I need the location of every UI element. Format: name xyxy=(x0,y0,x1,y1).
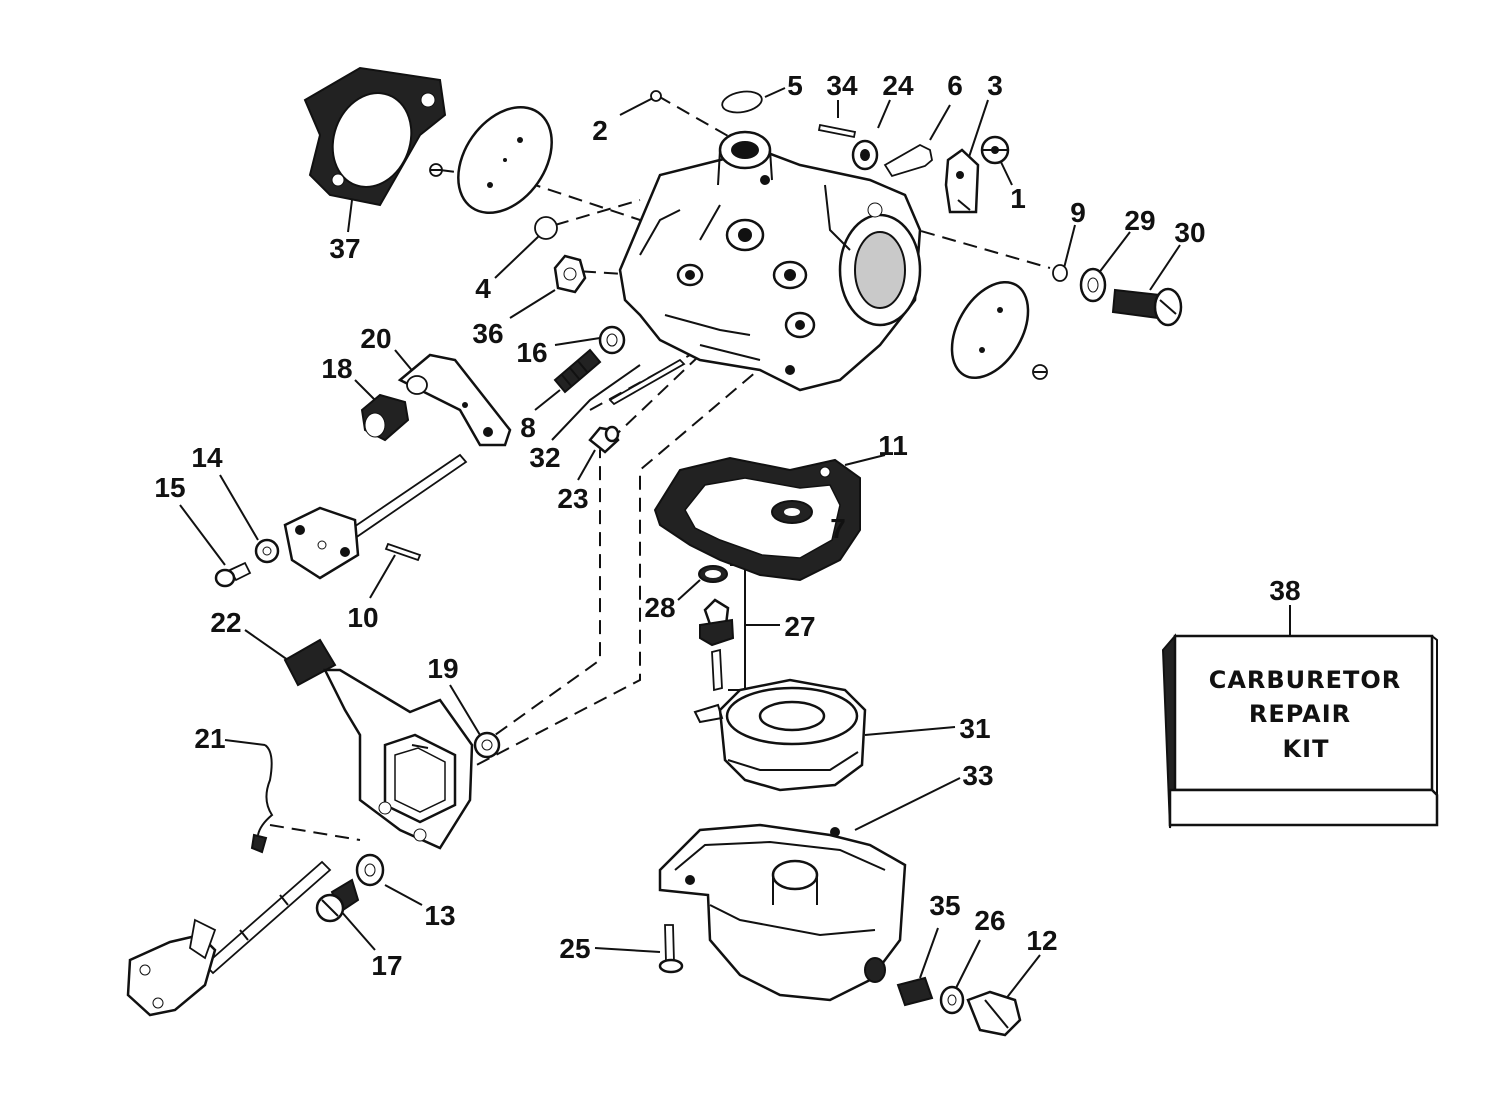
plug-23 xyxy=(588,425,620,454)
washer-13 xyxy=(355,853,385,887)
callout-numbers: 1 2 3 4 5 6 7 8 9 10 11 12 13 14 15 16 1… xyxy=(154,70,1300,981)
callout-29: 29 xyxy=(1124,205,1155,236)
nut-36 xyxy=(553,254,587,294)
callout-31: 31 xyxy=(959,713,990,744)
callout-7: 7 xyxy=(830,513,846,544)
diaphragm-disc-right xyxy=(950,280,1030,380)
sleeve-18 xyxy=(360,393,410,442)
screw-25 xyxy=(658,924,684,974)
repair-kit-box: CARBURETOR REPAIR KIT xyxy=(1161,633,1439,829)
bracket-3 xyxy=(944,148,980,214)
callout-3: 3 xyxy=(987,70,1003,101)
carburetor-body xyxy=(618,130,922,392)
callout-20: 20 xyxy=(360,323,391,354)
spring-21 xyxy=(250,744,274,854)
callout-5: 5 xyxy=(787,70,803,101)
callout-18: 18 xyxy=(321,353,352,384)
callout-24: 24 xyxy=(882,70,914,101)
kit-label-line3: KIT xyxy=(1283,735,1330,763)
callout-37: 37 xyxy=(329,233,360,264)
callout-16: 16 xyxy=(516,337,547,368)
callout-6: 6 xyxy=(947,70,963,101)
washer-24 xyxy=(851,139,879,171)
choke-shaft xyxy=(283,453,468,580)
callout-8: 8 xyxy=(520,412,536,443)
callout-10: 10 xyxy=(347,602,378,633)
lever-20 xyxy=(397,353,512,447)
float-31 xyxy=(693,678,867,792)
callout-35: 35 xyxy=(929,890,960,921)
callout-23: 23 xyxy=(557,483,588,514)
callout-36: 36 xyxy=(472,318,503,349)
float-bowl-33 xyxy=(658,823,907,1002)
callout-12: 12 xyxy=(1026,925,1057,956)
callout-19: 19 xyxy=(427,653,458,684)
screw-30 xyxy=(1111,287,1183,327)
washer-7 xyxy=(771,500,813,524)
throttle-plate-22 xyxy=(283,638,474,850)
callout-21: 21 xyxy=(194,723,225,754)
washer-16 xyxy=(598,325,626,355)
callout-13: 13 xyxy=(424,900,455,931)
callout-22: 22 xyxy=(210,607,241,638)
callout-9: 9 xyxy=(1070,197,1086,228)
gasket-28 xyxy=(698,565,728,583)
gasket-37 xyxy=(303,66,447,207)
callout-25: 25 xyxy=(559,933,590,964)
small-screw-right xyxy=(1032,364,1048,380)
pin-10 xyxy=(384,542,422,562)
washer-19 xyxy=(473,731,501,759)
callout-14: 14 xyxy=(191,442,223,473)
callout-27: 27 xyxy=(784,611,815,642)
throttle-shaft xyxy=(126,860,332,1017)
pin-34 xyxy=(817,123,857,139)
washer-26 xyxy=(939,985,965,1015)
bolt-12 xyxy=(966,990,1022,1037)
callout-38: 38 xyxy=(1269,575,1300,606)
kit-label-line2: REPAIR xyxy=(1249,700,1351,728)
needle-32 xyxy=(608,358,686,406)
plug-9 xyxy=(1052,264,1068,282)
callout-26: 26 xyxy=(974,905,1005,936)
small-screw xyxy=(429,163,443,177)
parts xyxy=(126,66,1183,1037)
screw-17 xyxy=(315,878,360,923)
screw-35 xyxy=(896,976,934,1007)
needle-6 xyxy=(883,143,933,178)
kit-label-line1: CARBURETOR xyxy=(1209,666,1402,694)
callout-2: 2 xyxy=(592,115,608,146)
callout-11: 11 xyxy=(878,430,908,461)
screw-1 xyxy=(980,135,1010,165)
ball-4 xyxy=(534,216,558,240)
callout-28: 28 xyxy=(644,592,675,623)
callout-17: 17 xyxy=(371,950,402,981)
ball-2 xyxy=(650,90,662,102)
callout-32: 32 xyxy=(529,442,560,473)
gasket-11 xyxy=(653,456,861,582)
callout-1: 1 xyxy=(1010,183,1026,214)
plug-5 xyxy=(721,90,763,114)
screw-15 xyxy=(214,561,252,588)
callout-30: 30 xyxy=(1174,217,1205,248)
washer-29 xyxy=(1079,267,1107,303)
callout-4: 4 xyxy=(475,273,491,304)
callout-34: 34 xyxy=(826,70,858,101)
washer-14 xyxy=(254,538,280,564)
callout-33: 33 xyxy=(962,760,993,791)
callout-15: 15 xyxy=(154,472,185,503)
valve-27 xyxy=(699,598,735,692)
diaphragm-disc-left xyxy=(457,105,553,215)
spring-8 xyxy=(553,348,602,394)
